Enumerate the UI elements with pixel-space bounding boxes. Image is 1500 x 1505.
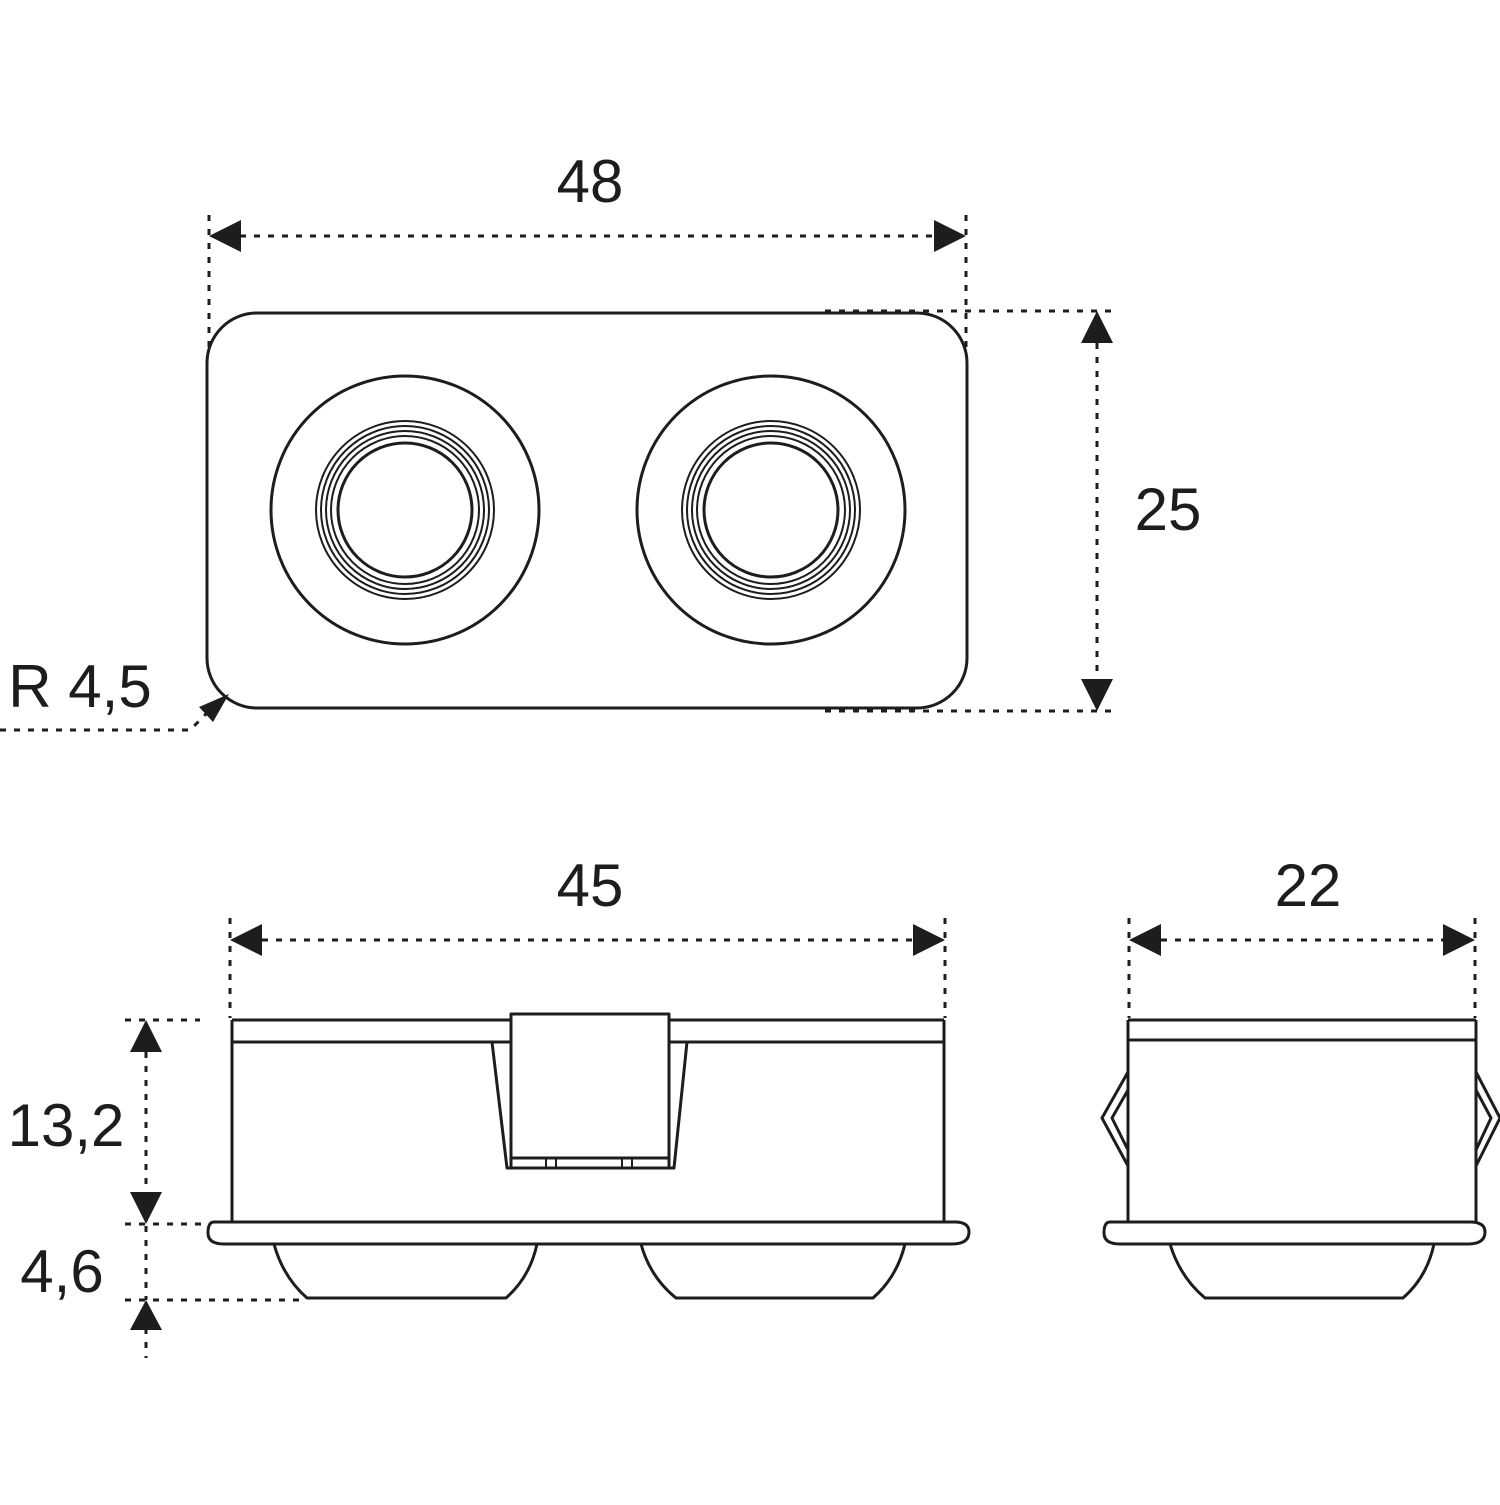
pin-left bbox=[545, 1157, 557, 1169]
lamp-left-bezel bbox=[269, 374, 541, 646]
center-block bbox=[509, 1012, 671, 1160]
arrow-right bbox=[913, 924, 945, 956]
arrow-bottom bbox=[1081, 679, 1113, 711]
side-view: 22 bbox=[1100, 852, 1500, 1300]
dimension-label: 48 bbox=[557, 148, 624, 215]
dimension-body-height: 13,2 bbox=[8, 1018, 205, 1226]
lamp-right-bezel bbox=[635, 374, 907, 646]
lamp-left-ring-2 bbox=[320, 425, 490, 595]
arrow-right bbox=[934, 220, 966, 252]
dimension-label: R 4,5 bbox=[8, 653, 151, 720]
arrow-left bbox=[209, 220, 241, 252]
front-view: 45 13,2 4,6 bbox=[8, 852, 971, 1358]
lamp-right-lens bbox=[702, 441, 840, 579]
lamp-left-ring-3 bbox=[325, 430, 485, 590]
dimension-top-width: 48 bbox=[207, 148, 968, 355]
dimension-label: 45 bbox=[557, 852, 624, 919]
dimension-top-height: 25 bbox=[825, 309, 1202, 713]
spring-clip-right bbox=[1474, 1070, 1500, 1168]
arrow-bottom bbox=[130, 1300, 162, 1330]
arrow-left bbox=[1129, 924, 1161, 956]
lamp-right-ring-3 bbox=[691, 430, 851, 590]
side-flange bbox=[1102, 1220, 1487, 1246]
housing-outline bbox=[205, 311, 969, 710]
dimension-label: 13,2 bbox=[8, 1092, 125, 1159]
lamp-right-ring-4 bbox=[696, 435, 846, 585]
front-lens-left bbox=[272, 1243, 539, 1300]
lamp-right-ring-1 bbox=[681, 420, 861, 600]
front-flange bbox=[206, 1220, 971, 1246]
dimension-corner-radius: R 4,5 bbox=[0, 653, 229, 732]
leader-arrow bbox=[199, 694, 229, 722]
lamp-left-ring-1 bbox=[315, 420, 495, 600]
front-lens-right bbox=[639, 1243, 907, 1300]
arrow-top bbox=[1081, 311, 1113, 343]
dimension-front-width: 45 bbox=[228, 852, 947, 1018]
dimension-side-width: 22 bbox=[1127, 852, 1477, 1018]
spring-clip-left bbox=[1100, 1070, 1130, 1168]
pin-right bbox=[621, 1157, 633, 1169]
top-view: 48 25 R 4,5 bbox=[0, 148, 1202, 732]
lamp-right bbox=[635, 374, 907, 646]
dimension-lens-height: 4,6 bbox=[20, 1226, 305, 1358]
arrow-left bbox=[230, 924, 262, 956]
dimension-label: 4,6 bbox=[20, 1238, 103, 1305]
arrow-bottom bbox=[130, 1192, 162, 1224]
arrow-top bbox=[130, 1020, 162, 1052]
center-block-left-wing bbox=[490, 1040, 513, 1170]
dimension-label: 25 bbox=[1135, 476, 1202, 543]
lamp-left bbox=[269, 374, 541, 646]
arrow-right bbox=[1443, 924, 1475, 956]
lamp-right-ring-2 bbox=[686, 425, 856, 595]
lamp-left-lens bbox=[336, 441, 474, 579]
center-block-right-wing bbox=[667, 1040, 689, 1170]
lamp-left-ring-4 bbox=[330, 435, 480, 585]
side-lens bbox=[1168, 1243, 1436, 1300]
dimension-label: 22 bbox=[1275, 852, 1342, 919]
